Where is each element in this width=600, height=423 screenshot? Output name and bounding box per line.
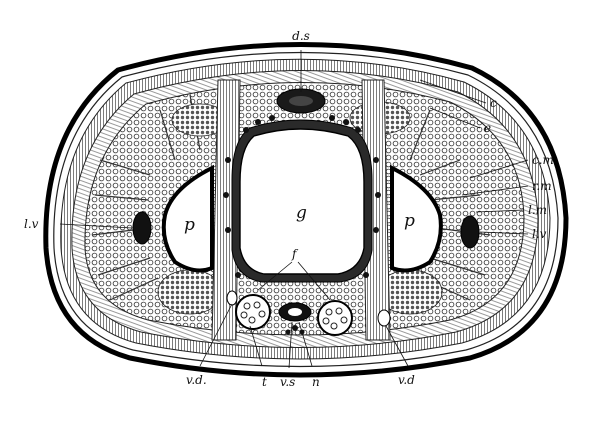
- label-lv-left: l.v: [24, 217, 39, 231]
- mesentery-bands: [211, 79, 391, 341]
- label-g: g: [296, 203, 307, 223]
- gut: [223, 115, 381, 283]
- label-ds: d.s: [292, 29, 310, 43]
- lateral-vessels: [132, 211, 480, 249]
- label-t: t: [262, 375, 267, 389]
- label-n: n: [312, 375, 320, 389]
- label-vs: v.s: [280, 375, 295, 389]
- label-c: c: [490, 96, 497, 110]
- label-lv-right: l.v: [532, 227, 547, 241]
- dorsal-vessel: [276, 88, 326, 114]
- label-p-right: p: [404, 211, 415, 231]
- label-vd-right: v.d: [398, 373, 415, 387]
- label-rm: r.m: [532, 179, 552, 193]
- label-p-left: p: [184, 215, 195, 235]
- leader-lines: [59, 50, 529, 369]
- label-lm: l.m: [528, 203, 547, 217]
- coelom-pockets: [161, 164, 443, 273]
- label-vd-left: v.d.: [186, 373, 207, 387]
- label-f: f: [291, 247, 299, 261]
- label-e: e: [484, 121, 491, 135]
- labels: d.s c e c.m r.m l.m l.v l.v p p g f v.d.…: [24, 29, 554, 389]
- label-cm: c.m: [532, 153, 554, 167]
- ventral-structures: [226, 290, 391, 336]
